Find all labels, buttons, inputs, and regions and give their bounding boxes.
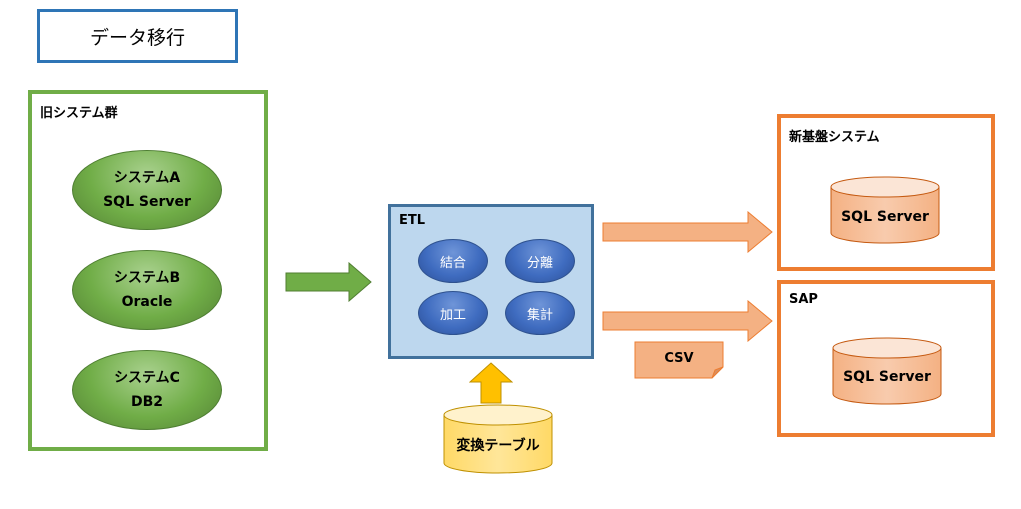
new-base-label: 新基盤システム xyxy=(789,130,880,145)
system-c-db: DB2 xyxy=(130,394,164,410)
sap-db-cylinder xyxy=(832,337,942,405)
system-c-node: システムC DB2 xyxy=(72,350,222,430)
csv-document-shape xyxy=(634,341,724,379)
etl-to-sap-arrow xyxy=(602,300,773,342)
aggregate-operation: 集計 xyxy=(505,291,575,335)
csv-label: CSV xyxy=(664,350,694,366)
sap-group: SAP xyxy=(777,280,995,437)
new-base-db-cylinder xyxy=(830,176,940,244)
etl-label: ETL xyxy=(399,213,426,228)
legacy-systems-group: 旧システム群 システムA SQL Server システムB Oracle システ… xyxy=(28,90,268,451)
system-b-name: システムB xyxy=(113,270,181,286)
system-c-name: システムC xyxy=(114,370,180,386)
new-base-system-group: 新基盤システム xyxy=(777,114,995,271)
system-a-db: SQL Server xyxy=(103,194,191,210)
transform-operation: 加工 xyxy=(418,291,488,335)
system-a-name: システムA xyxy=(113,170,181,186)
sap-db-label: SQL Server xyxy=(843,369,931,385)
etl-box: ETL 結合 分離 加工 集計 xyxy=(388,204,594,359)
diagram-title: データ移行 xyxy=(37,9,238,63)
conversion-table-cylinder xyxy=(443,404,553,474)
join-operation: 結合 xyxy=(418,239,488,283)
conversion-table-label: 変換テーブル xyxy=(456,438,540,454)
system-b-db: Oracle xyxy=(121,294,173,310)
conversion-table-arrow xyxy=(469,362,513,404)
csv-document: CSV xyxy=(634,341,724,379)
etl-to-newbase-arrow xyxy=(602,211,773,253)
split-operation: 分離 xyxy=(505,239,575,283)
system-a-node: システムA SQL Server xyxy=(72,150,222,230)
system-b-node: システムB Oracle xyxy=(72,250,222,330)
sap-label: SAP xyxy=(789,292,818,307)
legacy-to-etl-arrow xyxy=(285,262,372,302)
new-base-db-label: SQL Server xyxy=(841,209,929,225)
legacy-group-label: 旧システム群 xyxy=(40,106,118,121)
